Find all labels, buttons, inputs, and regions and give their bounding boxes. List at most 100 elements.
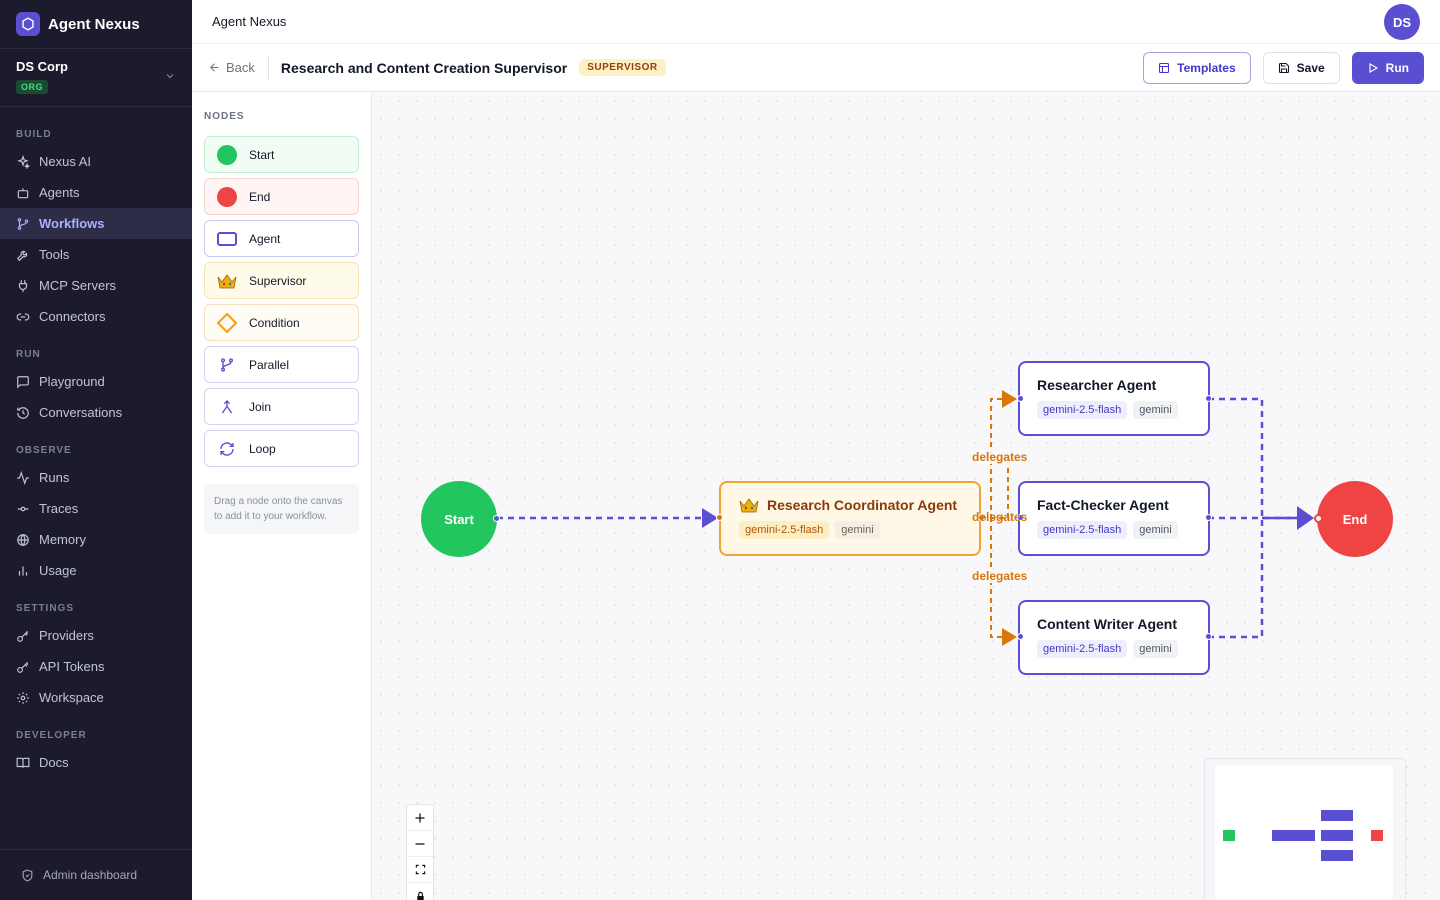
sidebar-item-label: Runs [39, 470, 70, 485]
workflow-type-badge: SUPERVISOR [579, 59, 666, 76]
key-icon [17, 630, 29, 642]
minus-icon [415, 842, 425, 845]
lock-button[interactable] [407, 883, 433, 900]
green-circle-icon [217, 144, 237, 165]
palette-node-join[interactable]: Join [204, 388, 359, 425]
minimap[interactable] [1204, 758, 1406, 900]
palette-node-end[interactable]: End [204, 178, 359, 215]
start-node[interactable]: Start [421, 481, 497, 557]
crown-icon [739, 497, 759, 513]
globe-icon [17, 533, 29, 546]
sidebar-item-api-tokens[interactable]: API Tokens [0, 651, 192, 682]
end-node-port[interactable] [1314, 514, 1323, 523]
workflow-canvas[interactable]: Start End Research Coordinator Agent gem… [372, 92, 1440, 900]
templates-button[interactable]: Templates [1143, 52, 1251, 84]
edge-delegate-writer[interactable] [981, 517, 1002, 638]
agent-node-researcher[interactable]: Researcher Agent gemini-2.5-flash gemini [1018, 361, 1210, 436]
sidebar: Agent Nexus DS Corp ORG BUILD Nexus AI A… [0, 0, 192, 900]
sidebar-item-label: Connectors [39, 309, 106, 324]
palette-node-label: Join [249, 399, 272, 414]
palette-node-parallel[interactable]: Parallel [204, 346, 359, 383]
sidebar-item-connectors[interactable]: Connectors [0, 301, 192, 332]
org-switcher[interactable]: DS Corp ORG [0, 49, 192, 107]
section-label-run: RUN [16, 349, 41, 360]
palette-node-agent[interactable]: Agent [204, 220, 359, 257]
sidebar-item-label: Providers [39, 628, 94, 643]
supervisor-input-port[interactable] [716, 514, 723, 521]
agent-input-port[interactable] [1017, 395, 1024, 402]
sidebar-item-memory[interactable]: Memory [0, 524, 192, 555]
fit-view-button[interactable] [407, 857, 433, 883]
sidebar-item-agents[interactable]: Agents [0, 177, 192, 208]
palette-node-label: Agent [249, 231, 281, 246]
merge-icon [217, 397, 237, 417]
sidebar-item-runs[interactable]: Runs [0, 462, 192, 493]
save-button[interactable]: Save [1262, 52, 1340, 84]
palette-hint: Drag a node onto the canvas to add it to… [204, 484, 359, 534]
red-circle-icon [217, 186, 237, 207]
agent-node-fact-checker[interactable]: Fact-Checker Agent gemini-2.5-flash gemi… [1018, 481, 1210, 556]
sidebar-item-workspace[interactable]: Workspace [0, 682, 192, 713]
back-button[interactable]: Back [208, 55, 269, 80]
agent-input-port[interactable] [1017, 514, 1024, 521]
key-icon [17, 661, 29, 673]
plus-icon [415, 813, 425, 822]
minimap-agent-node [1321, 850, 1353, 861]
palette-node-loop[interactable]: Loop [204, 430, 359, 467]
sidebar-item-label: Workflows [39, 216, 105, 231]
start-node-port[interactable] [493, 515, 500, 522]
section-label-settings: SETTINGS [16, 603, 75, 614]
agent-output-port[interactable] [1205, 633, 1212, 640]
palette-label: NODES [204, 111, 245, 122]
sidebar-item-workflows[interactable]: Workflows [0, 208, 192, 239]
agent-input-port[interactable] [1017, 633, 1024, 640]
palette-node-supervisor[interactable]: Supervisor [204, 262, 359, 299]
org-badge: ORG [16, 80, 49, 94]
edge-researcher-to-end[interactable] [1208, 397, 1264, 518]
agent-output-port[interactable] [1205, 395, 1212, 402]
sidebar-item-nexus-ai[interactable]: Nexus AI [0, 146, 192, 177]
sidebar-item-conversations[interactable]: Conversations [0, 397, 192, 428]
edge-delegate-factchecker[interactable] [981, 457, 1017, 519]
end-node[interactable]: End [1317, 481, 1393, 557]
sidebar-item-usage[interactable]: Usage [0, 555, 192, 586]
sidebar-item-mcp-servers[interactable]: MCP Servers [0, 270, 192, 301]
sidebar-item-playground[interactable]: Playground [0, 366, 192, 397]
save-label: Save [1296, 61, 1325, 75]
history-icon [17, 406, 29, 419]
templates-label: Templates [1177, 61, 1236, 75]
supervisor-node[interactable]: Research Coordinator Agent gemini-2.5-fl… [719, 481, 981, 556]
run-button[interactable]: Run [1351, 52, 1424, 84]
org-name: DS Corp [16, 59, 68, 74]
sidebar-item-traces[interactable]: Traces [0, 493, 192, 524]
minimap-agent-node [1321, 810, 1353, 821]
edge-writer-to-end[interactable] [1208, 518, 1264, 639]
zoom-out-button[interactable] [407, 831, 433, 857]
diamond-icon [217, 312, 237, 333]
palette-node-condition[interactable]: Condition [204, 304, 359, 341]
sidebar-item-tools[interactable]: Tools [0, 239, 192, 270]
book-icon [16, 757, 30, 768]
brand-name: Agent Nexus [48, 15, 140, 33]
crown-icon [217, 271, 237, 291]
supervisor-output-port[interactable] [978, 514, 985, 521]
wrench-icon [16, 250, 28, 261]
brand[interactable]: Agent Nexus [0, 0, 192, 49]
zoom-in-button[interactable] [407, 805, 433, 831]
model-tag: gemini-2.5-flash [739, 521, 830, 539]
agent-node-title: Content Writer Agent [1037, 616, 1177, 632]
sidebar-item-docs[interactable]: Docs [0, 747, 192, 778]
agent-node-content-writer[interactable]: Content Writer Agent gemini-2.5-flash ge… [1018, 600, 1210, 675]
link-icon [16, 313, 30, 320]
fork-icon [217, 355, 237, 375]
arrow-head-icon [1297, 506, 1314, 530]
node-palette: NODES Start End Agent Supervisor Conditi… [192, 92, 372, 900]
sidebar-item-providers[interactable]: Providers [0, 620, 192, 651]
agent-output-port[interactable] [1205, 514, 1212, 521]
palette-node-start[interactable]: Start [204, 136, 359, 173]
arrow-head-icon [1002, 628, 1017, 646]
avatar[interactable]: DS [1384, 4, 1420, 40]
model-tag: gemini-2.5-flash [1037, 521, 1128, 539]
admin-dashboard-link[interactable]: Admin dashboard [0, 849, 192, 900]
model-tag: gemini-2.5-flash [1037, 401, 1128, 419]
